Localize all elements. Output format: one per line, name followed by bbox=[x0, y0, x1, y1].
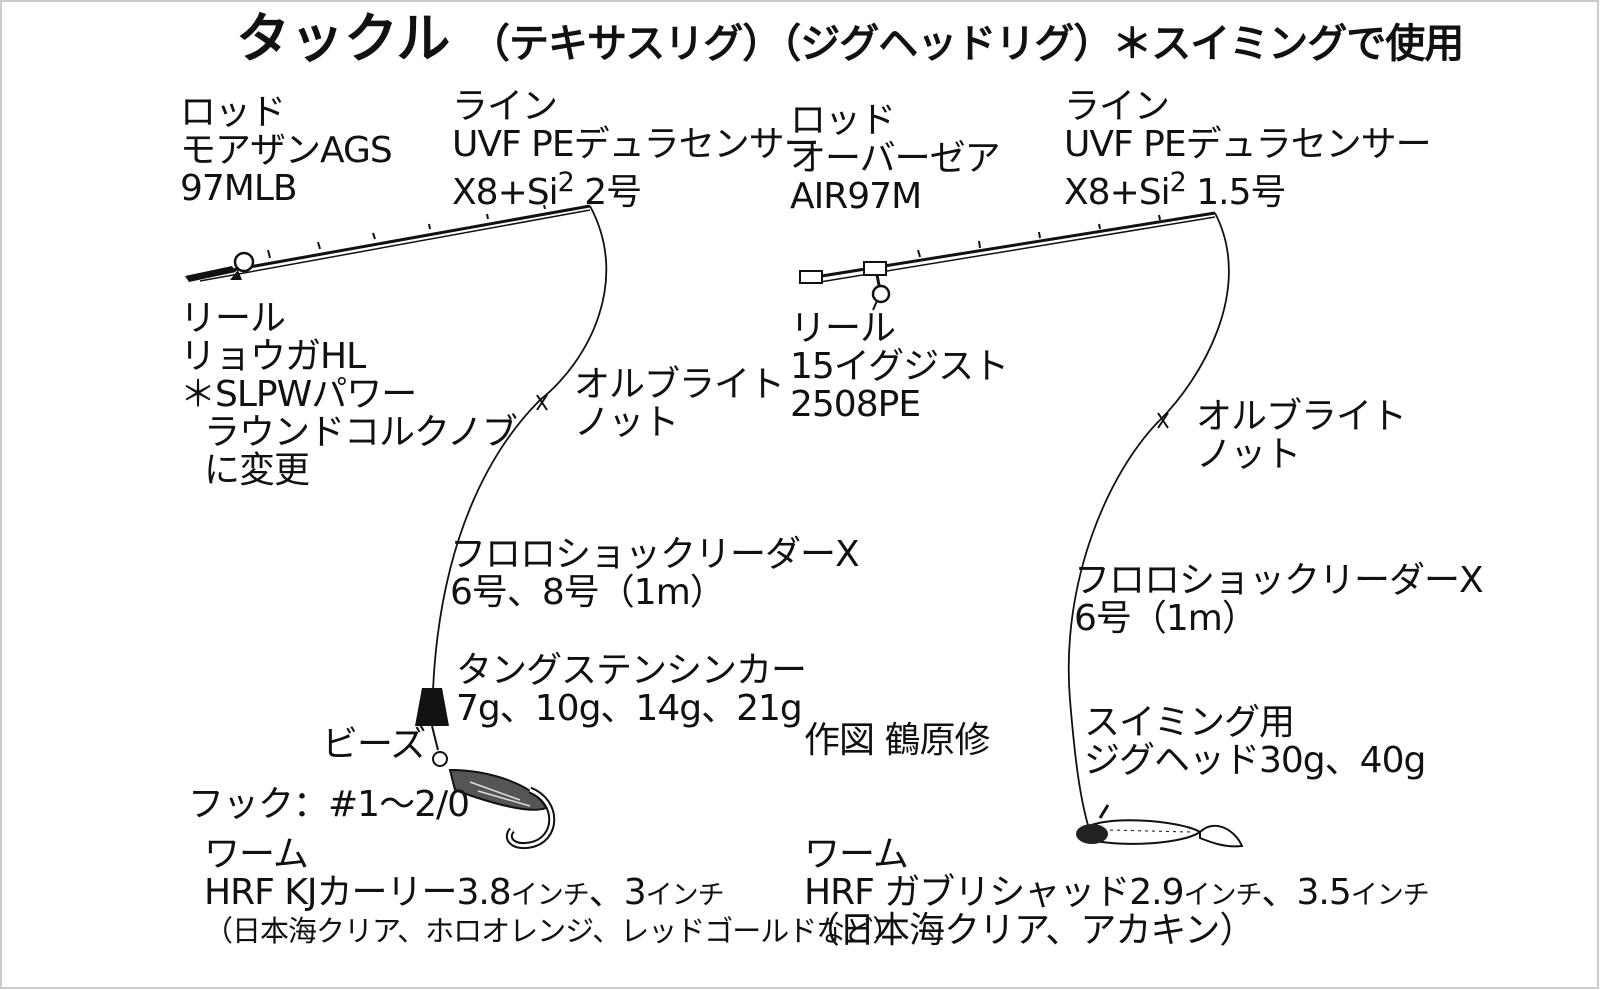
right-reel-spec: 2508PE bbox=[790, 384, 921, 425]
right-line-name: UVF PEデュラセンサー bbox=[1064, 124, 1432, 165]
left-sinker bbox=[415, 688, 449, 726]
left-reel-model: リョウガHL bbox=[180, 336, 366, 377]
right-knot-label-2: ノット bbox=[1196, 434, 1301, 475]
left-line-spec-base: X8+Si bbox=[452, 172, 559, 213]
right-main-line bbox=[1067, 212, 1230, 833]
left-bead bbox=[432, 751, 448, 767]
right-line-spec-size: 1.5号 bbox=[1185, 172, 1286, 213]
right-worm-sep: 、3.5 bbox=[1261, 872, 1352, 913]
left-reel-label: リール bbox=[180, 298, 286, 339]
left-leader-end bbox=[431, 725, 439, 751]
jighead-label: スイミング用 bbox=[1084, 702, 1295, 743]
left-leader-label: フロロショックリーダーX bbox=[450, 534, 860, 575]
diagram-subtitle: （テキサスリグ）（ジグヘッドリグ）＊スイミングで使用 bbox=[470, 21, 1464, 67]
right-worm-unit-2: インチ bbox=[1350, 880, 1430, 911]
right-knot-label: オルブライト bbox=[1196, 396, 1407, 437]
right-jighead-worm bbox=[1076, 804, 1244, 848]
left-line-label: ライン bbox=[452, 86, 558, 127]
left-rod-spec: 97MLB bbox=[180, 168, 298, 209]
left-knot-label-2: ノット bbox=[574, 402, 679, 443]
hook-label: フック：#1〜2/0 bbox=[188, 784, 470, 825]
right-rod-label: ロッド bbox=[790, 100, 896, 141]
left-knot-mark bbox=[536, 394, 548, 411]
left-line-spec: X8+Si2 2号 bbox=[452, 164, 642, 213]
left-sinker-label: タングステンシンカー bbox=[456, 650, 807, 691]
left-knot-label: オルブライト bbox=[574, 364, 785, 405]
diagram-title: タックル bbox=[236, 7, 451, 70]
left-line-name: UVF PEデュラセンサー bbox=[452, 124, 820, 165]
right-worm-unit-1: インチ bbox=[1183, 880, 1263, 911]
left-leader-spec: 6号、8号（1m） bbox=[450, 572, 726, 613]
right-worm-name: HRF ガブリシャッド2.9インチ、3.5インチ bbox=[804, 872, 1430, 915]
right-line-spec: X8+Si2 1.5号 bbox=[1064, 164, 1286, 213]
right-rod-spec: AIR97M bbox=[790, 176, 922, 217]
right-line-spec-base: X8+Si bbox=[1064, 172, 1171, 213]
left-worm-name-text: HRF KJカーリー3.8 bbox=[204, 872, 512, 913]
right-line-spec-sup: 2 bbox=[1169, 167, 1187, 198]
left-reel-note-3: に変更 bbox=[204, 450, 310, 491]
left-line-spec-sup: 2 bbox=[557, 167, 575, 198]
left-sinker-spec: 7g、10g、14g、21g bbox=[456, 688, 803, 729]
right-worm-label: ワーム bbox=[804, 834, 909, 875]
jighead-spec: ジグヘッド30g、40g bbox=[1084, 740, 1426, 781]
left-line-spec-size: 2号 bbox=[573, 172, 642, 213]
right-rod-illustration bbox=[799, 211, 1216, 311]
right-worm-colors: （日本海クリア、アカキン） bbox=[804, 910, 1255, 951]
left-worm-sep: 、3 bbox=[588, 872, 647, 913]
right-knot-mark bbox=[1157, 412, 1169, 429]
right-reel-model: 15イグジスト bbox=[790, 346, 1009, 387]
left-worm-colors: （日本海クリア、ホロオレンジ、レッドゴールドなど） bbox=[204, 914, 901, 948]
left-worm-label: ワーム bbox=[204, 834, 309, 875]
left-worm-hook bbox=[448, 768, 556, 850]
left-worm-unit-2: インチ bbox=[645, 880, 725, 911]
right-leader-spec: 6号（1m） bbox=[1074, 598, 1258, 639]
right-leader-label: フロロショックリーダーX bbox=[1074, 560, 1484, 601]
beads-label: ビーズ bbox=[322, 724, 426, 765]
right-rod-model: オーバーゼア bbox=[790, 138, 1001, 179]
diagram-credit: 作図 鶴原修 bbox=[804, 720, 990, 761]
left-worm-name: HRF KJカーリー3.8インチ、3インチ bbox=[204, 872, 725, 915]
left-reel-note-2: ラウンドコルクノブ bbox=[204, 412, 518, 453]
left-rod-illustration bbox=[185, 204, 591, 282]
right-line-label: ライン bbox=[1064, 86, 1170, 127]
right-reel-label: リール bbox=[790, 308, 896, 349]
left-reel-note-1: ＊SLPWパワー bbox=[180, 374, 417, 415]
right-worm-name-text: HRF ガブリシャッド2.9 bbox=[804, 872, 1184, 913]
left-rod-label: ロッド bbox=[180, 92, 286, 133]
left-rod-model: モアザンAGS bbox=[180, 130, 393, 171]
left-worm-unit-1: インチ bbox=[510, 880, 590, 911]
